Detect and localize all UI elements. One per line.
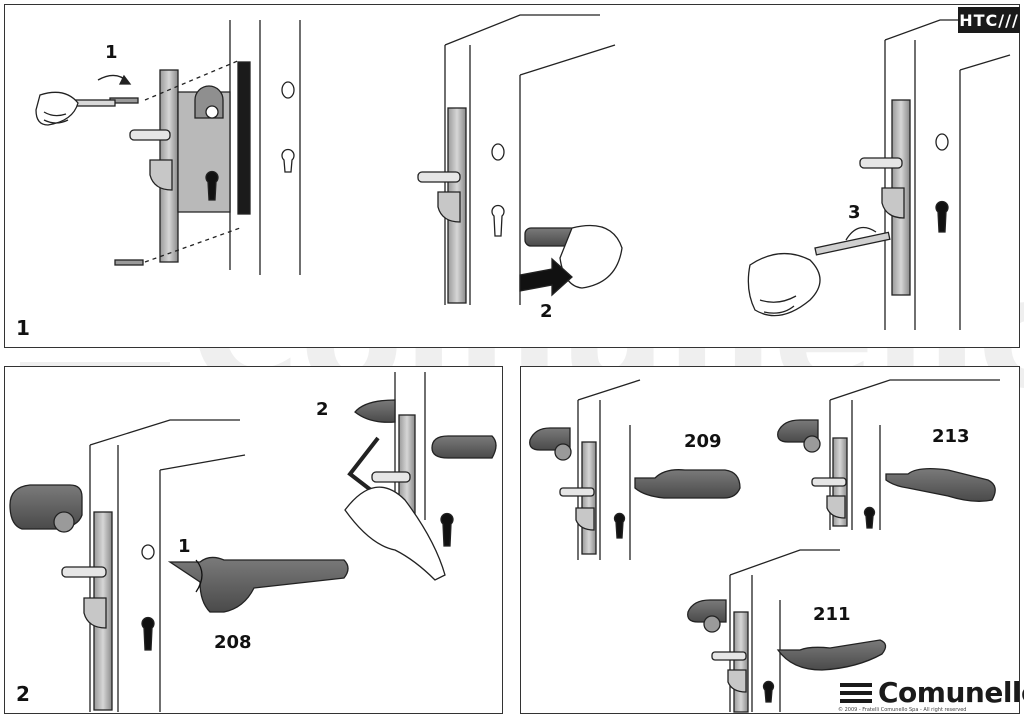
panel2-part-208-label: 208	[214, 632, 252, 653]
panel1-lock-case	[35, 20, 301, 275]
panel1-step-1-label: 1	[105, 42, 118, 63]
panel1-step-3-label: 3	[848, 202, 861, 223]
panel1-cylinder-scene	[417, 14, 623, 305]
panel-2-number: 2	[16, 682, 30, 706]
panel3-handle-211	[687, 549, 887, 713]
panel2-allen-key-scene	[344, 372, 497, 581]
panel-3	[520, 366, 1020, 714]
panel2-step-1-label: 1	[178, 536, 191, 557]
panel1-step-2-label: 2	[540, 301, 553, 322]
copyright: © 2009 - Fratelli Comunello Spa - All ri…	[838, 707, 967, 713]
logo-mark-icon	[840, 682, 872, 703]
panel3-part-213-label: 213	[932, 426, 970, 447]
panel2-step-2-label: 2	[316, 399, 329, 420]
logo-text: Comunello	[878, 676, 1024, 709]
brand-badge: HTC///	[958, 7, 1020, 33]
panel3-part-211-label: 211	[813, 604, 851, 625]
comunello-logo: Comunello ®	[840, 676, 1024, 709]
panel1-screw-scene	[747, 19, 1011, 330]
panel3-handle-213	[777, 379, 1000, 530]
panel-1-number: 1	[16, 316, 30, 340]
panel3-part-209-label: 209	[684, 431, 722, 452]
panel3-handle-209	[529, 379, 741, 560]
panel2-door	[9, 419, 349, 712]
